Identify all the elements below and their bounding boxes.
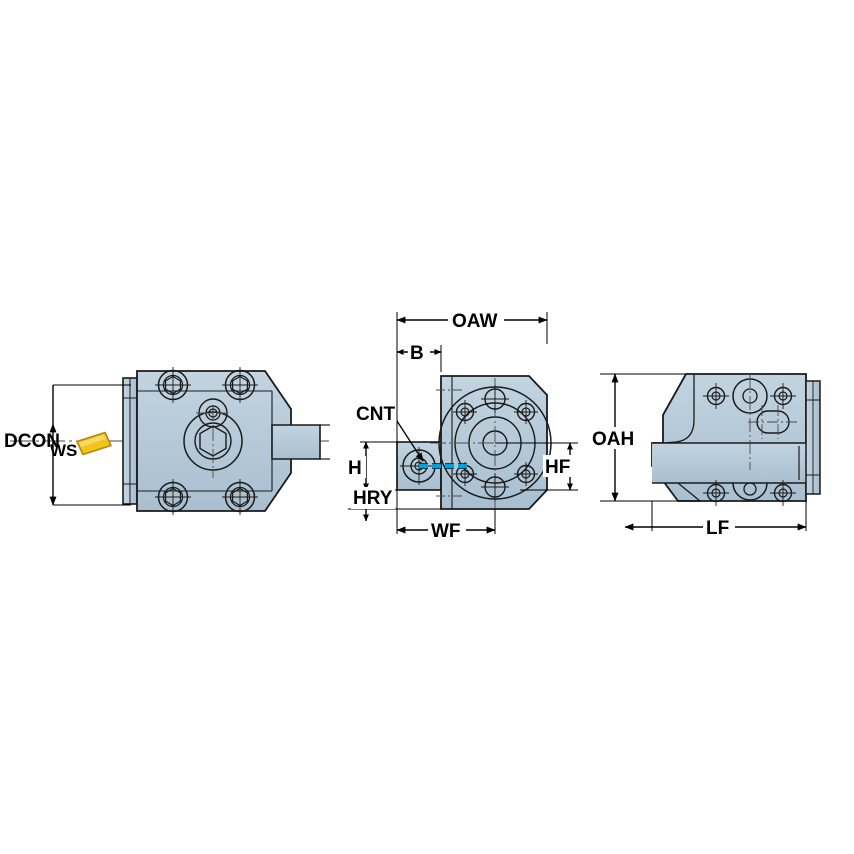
bottom-screw-left: [703, 480, 729, 506]
dimension-label-dcon: DCON: [4, 431, 60, 452]
screw-hole-top-right: [222, 367, 258, 403]
dimension-label-b: B: [410, 343, 424, 364]
dimension-hry: HRY: [348, 487, 397, 522]
right-view-oblong-slot: [748, 405, 797, 439]
screw-hole-bottom-left: [155, 479, 191, 515]
bolt-hole-upper-left: [453, 400, 477, 424]
middle-view: CNT OAW B H: [346, 309, 581, 542]
bottom-screw-right: [770, 480, 796, 506]
leader-cnt: CNT: [356, 404, 424, 462]
bottom-screw-center: [732, 482, 768, 501]
left-view-shank: [271, 424, 330, 460]
screw-hole-bottom-right: [222, 479, 258, 515]
middle-view-aux-centermarks: [436, 389, 462, 497]
cutting-insert-symbol: [76, 431, 112, 456]
right-view: OAH LF: [590, 373, 821, 539]
right-view-bottom-chamfer: [677, 482, 701, 502]
right-view-rear-plate: [805, 380, 821, 495]
dimension-label-cnt: CNT: [356, 404, 395, 425]
left-view: DCON WS: [4, 367, 330, 515]
left-view-rear-plate: [122, 377, 138, 505]
left-view-adjust-screw: [196, 398, 230, 428]
dimension-b: B: [396, 341, 442, 364]
dimension-hf: HF: [543, 442, 581, 491]
left-view-corner-screws: [155, 367, 258, 515]
left-view-body: [136, 370, 292, 512]
dimension-label-hry: HRY: [353, 488, 393, 509]
dimension-dcon: DCON WS: [4, 384, 131, 506]
bolt-hole-bottom: [481, 473, 509, 501]
dimension-oaw: OAW: [396, 309, 548, 332]
dimension-label-ws: WS: [50, 441, 77, 460]
bolt-hole-upper-right: [514, 400, 538, 424]
dimension-label-wf: WF: [431, 521, 461, 542]
bolt-hole-top: [481, 385, 509, 413]
bolt-hole-lower-right: [514, 462, 538, 486]
top-screw-left: [703, 383, 729, 409]
right-view-bottom-screws: [703, 480, 796, 506]
dimension-h: H: [346, 441, 369, 491]
coolant-channel: [419, 463, 470, 469]
dimension-label-h: H: [348, 458, 362, 479]
dimension-label-hf: HF: [545, 457, 570, 478]
dimension-label-lf: LF: [706, 518, 729, 539]
screw-hole-top-left: [155, 367, 191, 403]
dimension-label-oah: OAH: [592, 429, 634, 450]
dimension-lf: LF: [624, 516, 807, 539]
dimension-label-oaw: OAW: [452, 311, 497, 332]
right-view-inner-chamfer: [662, 373, 695, 444]
top-screw-right: [770, 383, 796, 409]
dimension-oah: OAH: [590, 373, 642, 502]
dimension-wf: WF: [396, 519, 496, 542]
right-view-shank-band: [652, 442, 806, 484]
